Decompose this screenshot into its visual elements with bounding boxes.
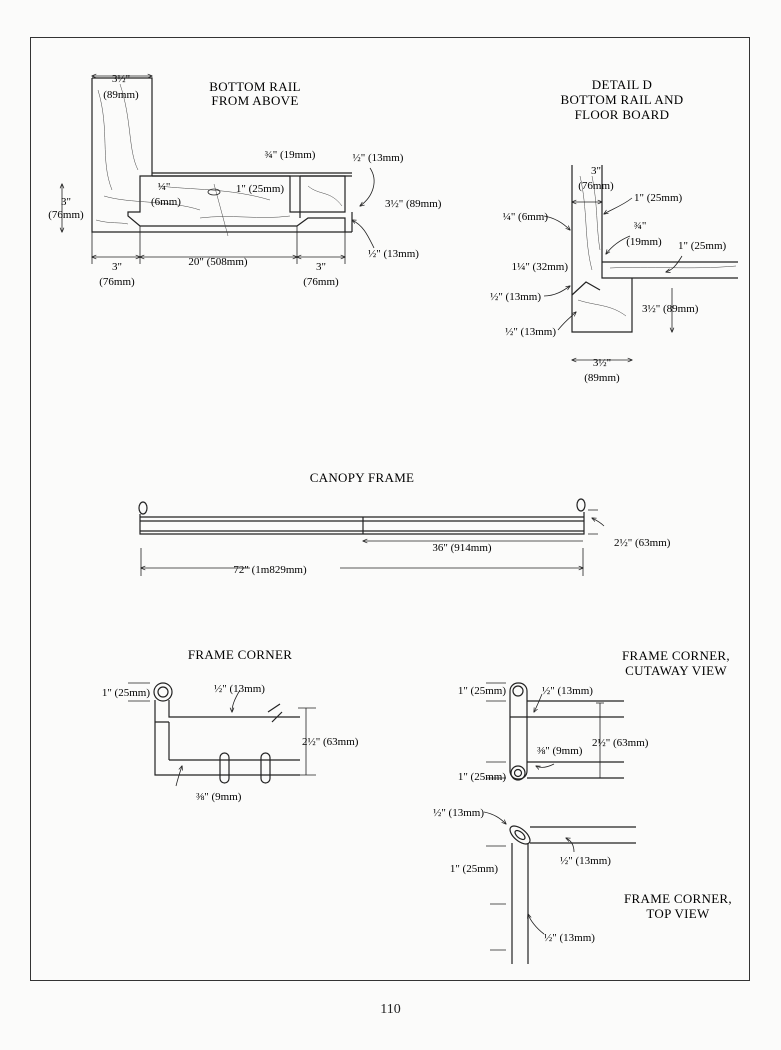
br-dim-quarter-mm: (6mm) [151,196,181,208]
dd-dim-one-inch-b: 1" (25mm) [678,240,727,252]
detail-d-title-1: DETAIL D [592,77,652,92]
dd-dim-bottom-mm: (89mm) [584,372,620,384]
cutaway-title-1: FRAME CORNER, [622,648,730,663]
dd-dim-quarter: ¼" (6mm) [503,211,549,223]
fc-dim-three-eighths: ⅜" (9mm) [196,791,242,803]
topview-title-1: FRAME CORNER, [624,891,732,906]
dd-dim-half-a: ½" (13mm) [490,291,541,303]
dd-dim-three-quarter: ¾" [634,220,647,232]
br-dim-top-width-mm: (89mm) [103,89,139,101]
canopy-title: CANOPY FRAME [310,470,415,485]
br-dim-half-top: ½" (13mm) [353,152,404,164]
top-view-drawing: FRAME CORNER, TOP VIEW ½" (13mm) ½" (13m… [433,807,732,964]
br-dim-left-bottom-mm: (76mm) [99,276,135,288]
dd-dim-one-inch-a: 1" (25mm) [634,192,683,204]
br-dim-three-quarter: ¾" (19mm) [265,149,316,161]
tv-dim-half-c: ½" (13mm) [544,932,595,944]
cw-dim-three-eighths: ⅜" (9mm) [537,745,583,757]
br-dim-three-half: 3½" (89mm) [385,198,442,210]
canopy-dim-half-span: 36" (914mm) [432,542,492,554]
cutaway-drawing: FRAME CORNER, CUTAWAY VIEW 1" (25mm) ½" … [458,648,730,783]
detail-d-title-2: BOTTOM RAIL AND [561,92,684,107]
cw-dim-half: ½" (13mm) [542,685,593,697]
dd-dim-three-half-side: 3½" (89mm) [642,303,699,315]
br-dim-left-bottom: 3" [112,261,122,273]
dd-dim-top: 3" [591,165,601,177]
br-dim-right-bottom: 3" [316,261,326,273]
canopy-dim-full-span: 72" (1m829mm) [233,564,307,576]
dd-dim-top-mm: (76mm) [578,180,614,192]
fc-dim-one-inch: 1" (25mm) [102,687,151,699]
fc-dim-height: 2½" (63mm) [302,736,359,748]
canopy-frame-drawing: CANOPY FRAME 36" (914mm) 2½" (63mm) 72" … [138,470,671,576]
dd-dim-half-b: ½" (13mm) [505,326,556,338]
canopy-dim-height: 2½" (63mm) [614,537,671,549]
br-dim-quarter: ¼" [158,181,171,193]
frame-corner-drawing: FRAME CORNER 1" (25mm) ½" (13mm) 2½" (63… [102,647,359,803]
page-border [30,37,750,981]
frame-corner-title: FRAME CORNER [188,647,292,662]
topview-title-2: TOP VIEW [646,906,710,921]
bottom-rail-drawing: BOTTOM RAIL FROM ABOVE 3½" (89mm) 3" [48,73,441,288]
br-dim-one-inch: 1" (25mm) [236,183,285,195]
br-dim-top-width: 3½" [112,73,130,85]
dd-dim-three-quarter-mm: (19mm) [626,236,662,248]
dd-dim-bottom: 3½" [593,357,611,369]
bottom-rail-title-2: FROM ABOVE [211,93,298,108]
cw-dim-one-inch-bottom: 1" (25mm) [458,771,507,783]
detail-d-title-3: FLOOR BOARD [575,107,670,122]
tv-dim-half-a: ½" (13mm) [433,807,484,819]
page-number: 110 [380,1002,401,1017]
br-dim-middle: 20" (508mm) [188,256,248,268]
fc-dim-half: ½" (13mm) [214,683,265,695]
cw-dim-height: 2½" (63mm) [592,737,649,749]
br-dim-half-bottom: ½" (13mm) [368,248,419,260]
bottom-rail-title-1: BOTTOM RAIL [209,79,301,94]
dd-dim-one-quarter: 1¼" (32mm) [512,261,569,273]
tv-dim-half-b: ½" (13mm) [560,855,611,867]
br-dim-right-bottom-mm: (76mm) [303,276,339,288]
br-dim-left-height-mm: (76mm) [48,209,84,221]
detail-d-drawing: DETAIL D BOTTOM RAIL AND FLOOR BOARD 3" … [490,77,738,384]
cutaway-title-2: CUTAWAY VIEW [625,663,727,678]
br-dim-left-height: 3" [61,196,71,208]
tv-dim-one-inch: 1" (25mm) [450,863,499,875]
cw-dim-one-inch-top: 1" (25mm) [458,685,507,697]
